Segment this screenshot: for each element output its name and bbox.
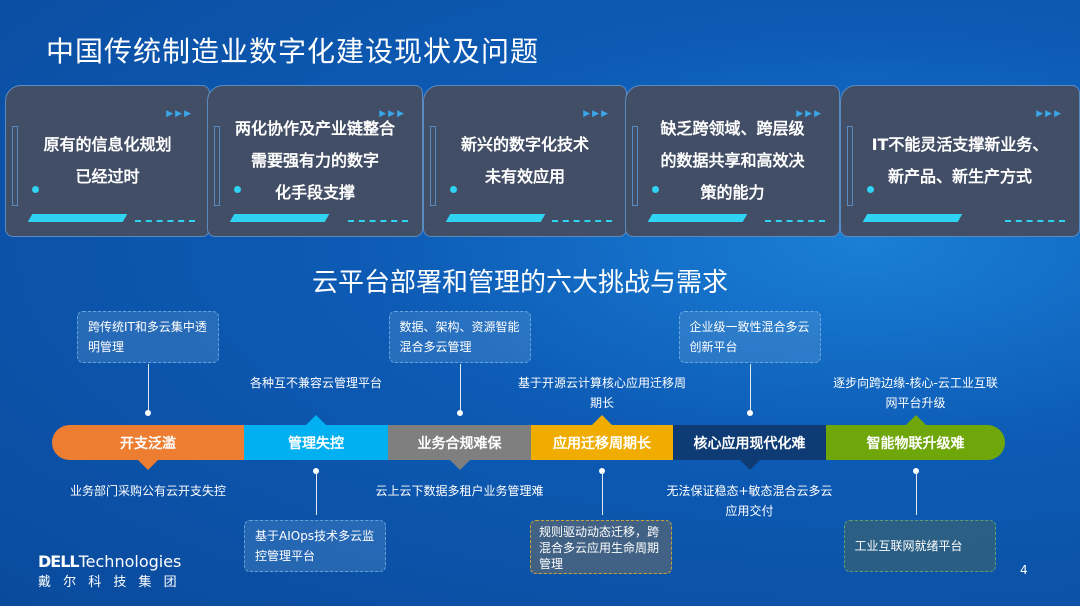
pointer-down-icon [138,460,158,470]
page-number: 4 [1020,563,1028,577]
card-text: IT不能灵活支撑新业务、新产品、新生产方式 [872,129,1049,193]
need-box: 基于AIOps技术多云监控管理平台 [244,520,386,572]
card-line: 两化协作及产业链整合 [234,119,395,138]
challenge-label: 管理失控 [288,435,344,452]
issue-card: ▶▶▶两化协作及产业链整合需要强有力的数字化手段支撑 [207,85,423,237]
card-accent-bar [862,214,963,222]
issue-card: ▶▶▶ 新兴的数字化技术未有效应用 [423,85,627,237]
challenge-segment: 智能物联升级难 [826,425,1005,460]
connector-line [915,472,917,515]
challenge-label: 开支泛滥 [120,435,176,452]
card-accent-bar [647,214,748,222]
dell-logo: DELLTechnologies 戴 尔 科 技 集 团 [38,552,182,591]
problem-text: 逐步向跨边缘-核心-云工业互联网平台升级 [833,376,998,410]
card-dash [1005,220,1065,222]
connector-line [459,364,461,412]
problem-text: 基于开源云计算核心应用迁移周期长 [517,376,686,410]
card-dash [552,220,612,222]
card-line: IT不能灵活支撑新业务、 [871,135,1049,154]
problem-text: 各种互不兼容云管理平台 [249,376,382,390]
slide-title: 中国传统制造业数字化建设现状及问题 [46,35,540,68]
card-line: 策的能力 [700,183,765,202]
card-line: 原有的信息化规划 [43,135,172,154]
need-box: 规则驱动动态迁移，跨混合多云应用生命周期管理 [530,520,672,574]
card-text: 缺乏跨领域、跨层级的数据共享和高效决策的能力 [660,113,804,209]
card-dash [135,220,195,222]
challenge-segment: 开支泛滥 [52,425,244,460]
challenge-label: 智能物联升级难 [866,435,965,452]
need-box: 工业互联网就绪平台 [843,520,996,572]
card-line: 需要强有力的数字 [250,151,379,170]
pointer-down-icon [739,460,760,470]
pointer-up-icon [306,415,326,425]
challenge-segment: 核心应用现代化难 [673,425,826,460]
card-decoration [12,126,18,206]
card-dash [348,220,408,222]
card-line: 已经过时 [75,167,140,186]
pointer-down-icon [449,460,470,470]
card-decoration [214,126,220,206]
challenge-label: 业务合规难保 [417,435,502,452]
card-text: 原有的信息化规划已经过时 [43,129,171,193]
card-dot-icon [652,186,659,193]
card-line: 未有效应用 [484,167,565,186]
connector-line [148,364,149,412]
issue-card: ▶▶▶缺乏跨领域、跨层级的数据共享和高效决策的能力 [625,85,840,237]
challenge-segment: 管理失控 [244,425,388,460]
need-box: 企业级一致性混合多云创新平台 [678,311,821,363]
card-dash [765,220,825,222]
challenge-label: 核心应用现代化难 [693,435,806,452]
challenge-segment: 应用迁移周期长 [531,425,673,460]
issue-card: ▶▶▶ IT不能灵活支撑新业务、新产品、新生产方式 [840,85,1080,237]
arrow-icons: ▶▶▶ [1036,109,1063,119]
problem-text: 无法保证稳态+敏态混合云多云应用交付 [666,484,833,518]
connector-dot [746,410,753,416]
arrow-icons: ▶▶▶ [583,109,610,119]
connector-dot [456,410,463,416]
pointer-up-icon [905,415,926,425]
card-line: 新产品、新生产方式 [887,167,1032,186]
card-decoration [430,126,436,206]
card-text: 两化协作及产业链整合需要强有力的数字化手段支撑 [235,113,395,209]
need-box: 跨传统IT和多云集中透明管理 [77,311,219,363]
problem-text: 业务部门采购公有云开支失控 [69,484,226,498]
card-decoration [632,126,638,206]
card-dot-icon [32,186,39,193]
connector-dot [912,468,919,474]
card-decoration [847,126,853,206]
challenge-label: 应用迁移周期长 [553,435,651,452]
connector-dot [145,410,151,416]
issue-card: ▶▶▶ 原有的信息化规划已经过时 [5,85,210,237]
problem-text: 云上云下数据多租户业务管理难 [375,484,544,498]
card-accent-bar [445,214,546,222]
card-dot-icon [234,186,241,193]
need-box: 数据、架构、资源智能混合多云管理 [388,311,531,363]
card-line: 新兴的数字化技术 [460,135,589,154]
challenge-segment: 业务合规难保 [388,425,531,460]
card-dot-icon [450,186,457,193]
card-text: 新兴的数字化技术未有效应用 [461,129,589,193]
connector-dot [599,468,605,474]
logo-product: Technologies [78,552,182,571]
card-line: 化手段支撑 [274,183,355,202]
arrow-icons: ▶▶▶ [796,109,823,119]
connector-dot [313,468,319,474]
arrow-icons: ▶▶▶ [166,109,193,119]
pointer-up-icon [592,415,612,425]
card-line: 缺乏跨领域、跨层级 [660,119,805,138]
card-dot-icon [867,186,874,193]
arrow-icons: ▶▶▶ [379,109,406,119]
connector-line [749,364,751,412]
logo-brand: DELL [38,552,80,571]
card-accent-bar [229,214,330,222]
card-accent-bar [27,214,128,222]
card-line: 的数据共享和高效决 [660,151,805,170]
section-subtitle: 云平台部署和管理的六大挑战与需求 [311,268,728,298]
connector-line [602,472,603,515]
logo-cn: 戴 尔 科 技 集 团 [38,575,181,590]
connector-line [316,472,317,515]
